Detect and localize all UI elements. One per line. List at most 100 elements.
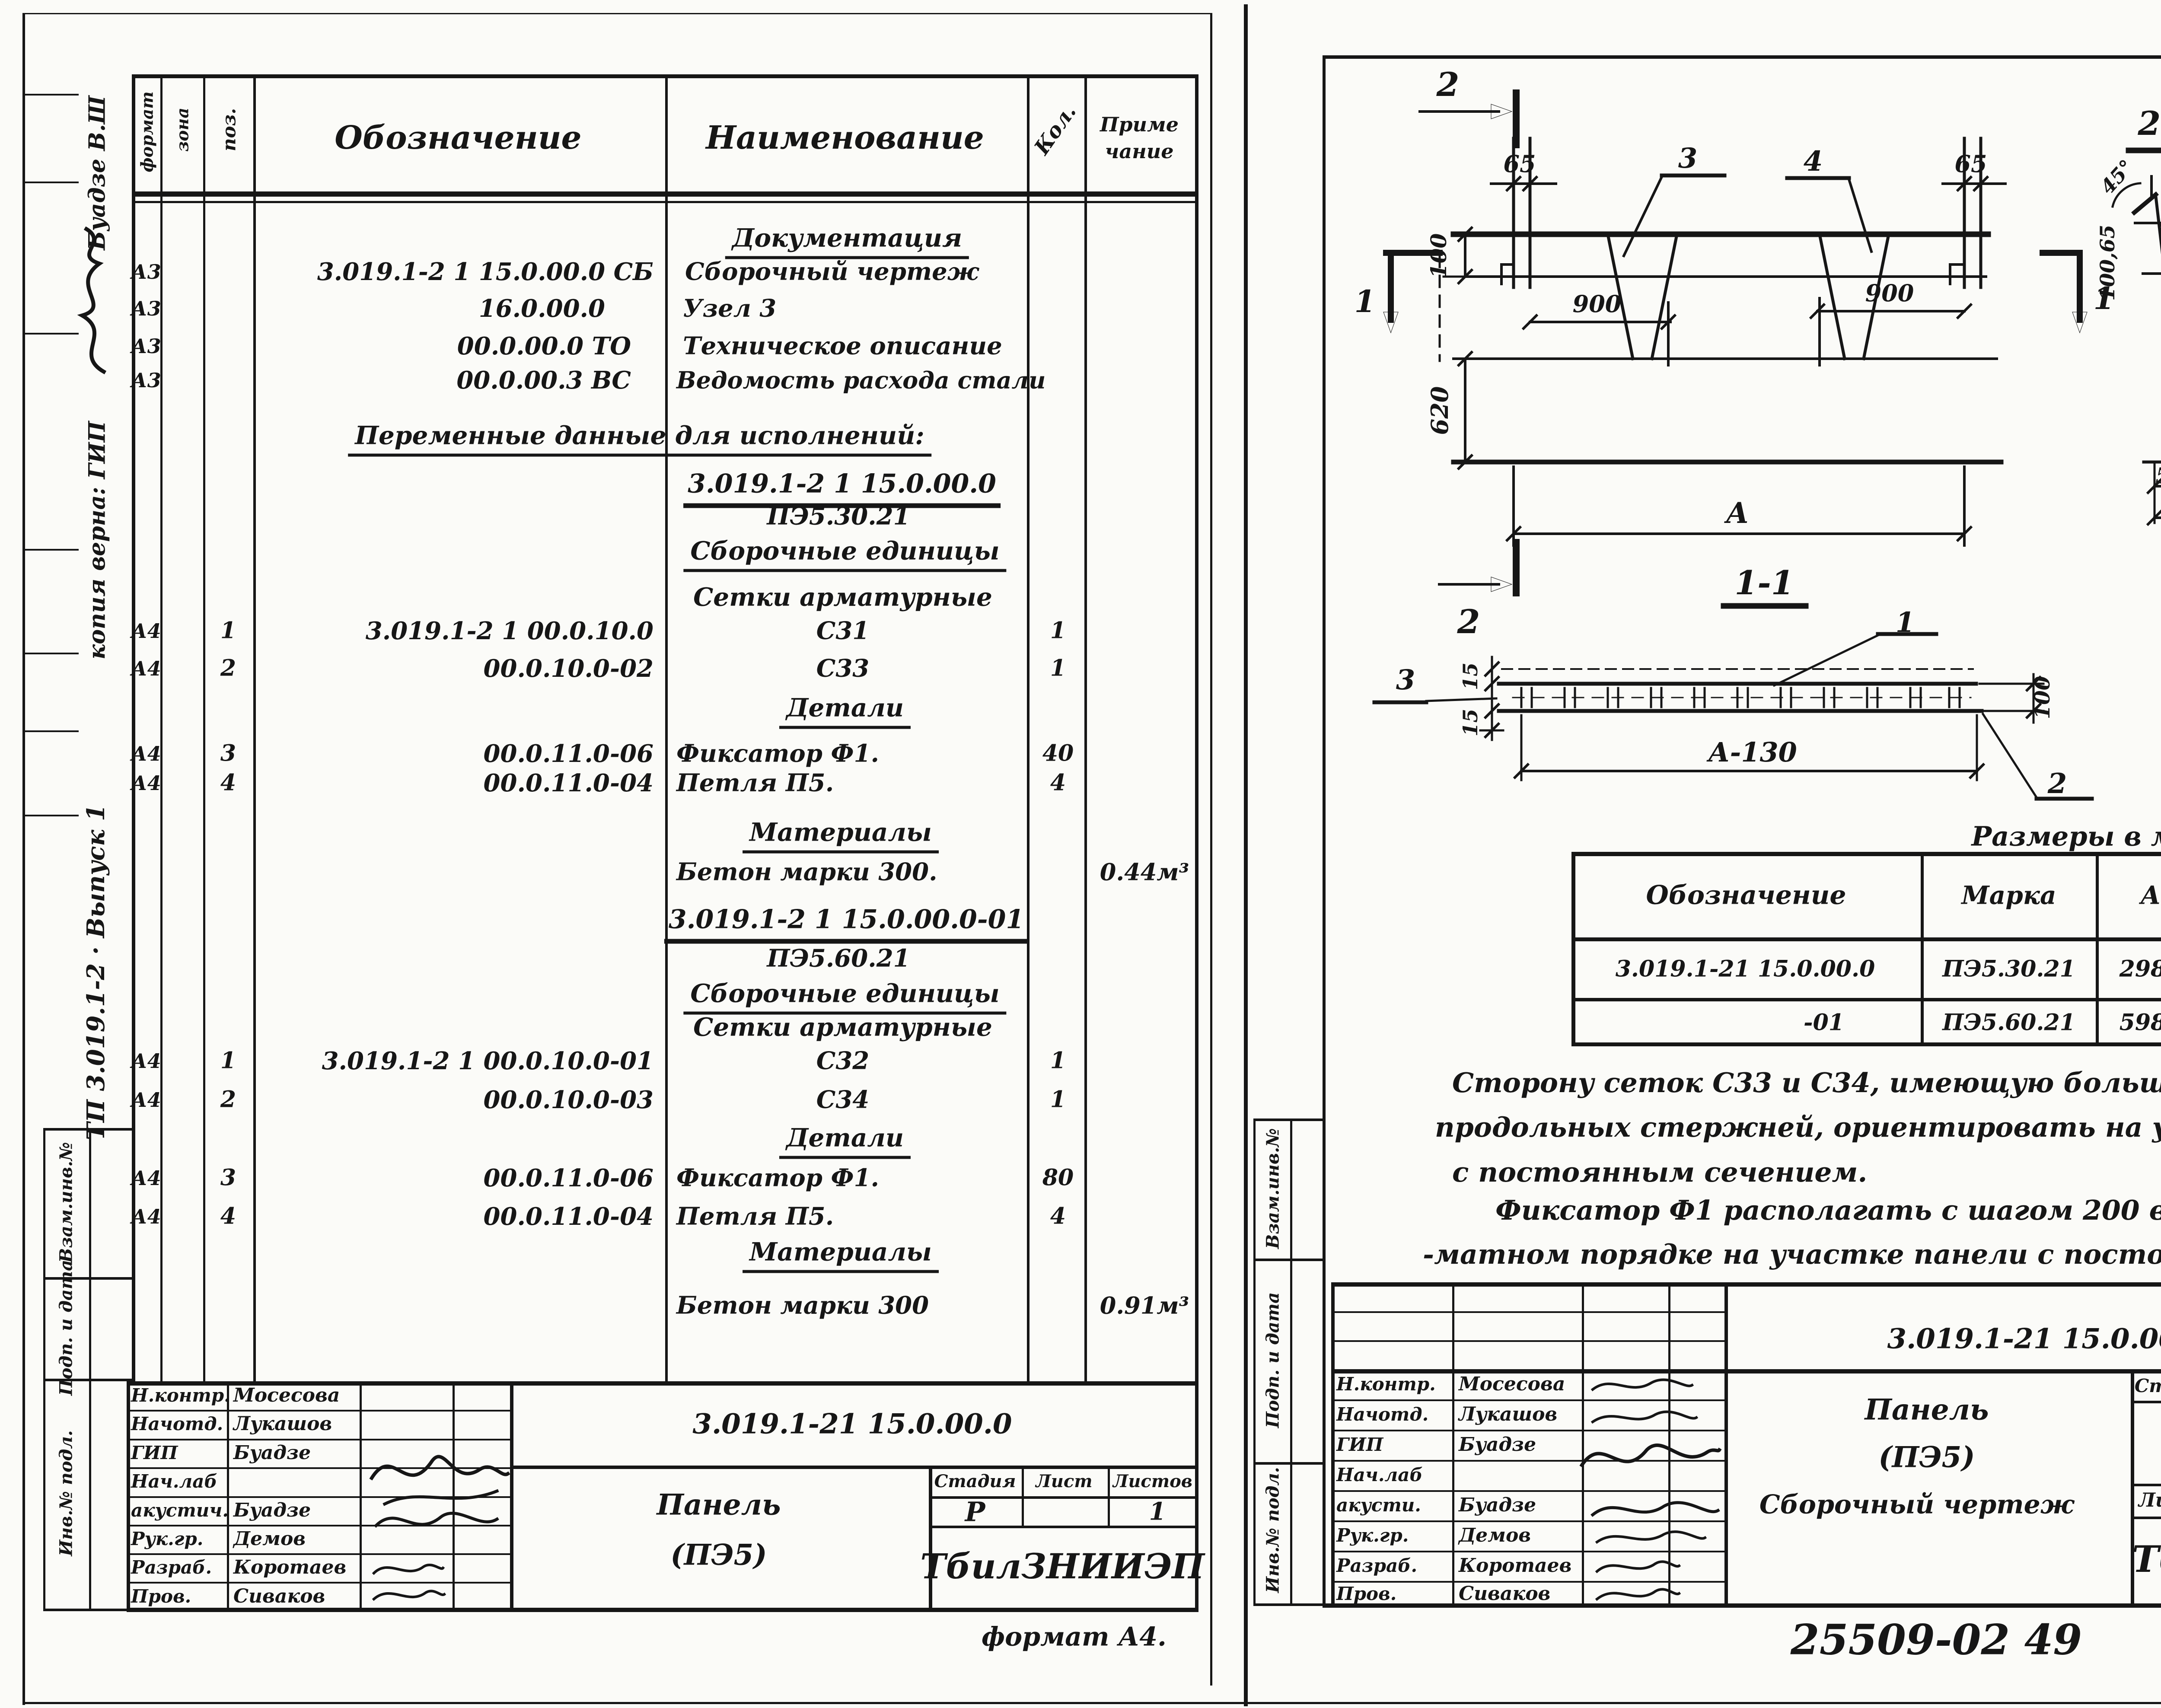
spec-cell-designation: 00.0.10.0-03 [483, 1086, 653, 1114]
tb-role: Пров. [1336, 1583, 1397, 1604]
spec-section-title: Материалы [743, 1237, 939, 1273]
tb-line [929, 1466, 932, 1610]
spec-cell-qty: 1 [1050, 655, 1066, 682]
spec-cell-name: Сборочный чертеж [685, 257, 979, 286]
spec-cell-pos: 2 [220, 655, 236, 682]
size-row-a: 2980 [2119, 956, 2161, 982]
tb-row-line [1331, 1490, 1724, 1492]
spec-cell-format: А4 [131, 1049, 161, 1073]
spec-cell-format: А3 [131, 334, 161, 358]
spec-section-title: Сборочные единицы [683, 536, 1007, 572]
spec-cell-pos: 4 [220, 769, 236, 796]
dim-900-left: 900 [1573, 290, 1622, 318]
spec-cell-name: Бетон марки 300 [676, 1291, 929, 1320]
tb-line [127, 1381, 1198, 1386]
size-col-designation: Обозначение [1646, 880, 1846, 911]
section-2-2-title: 2-2 [2137, 104, 2161, 143]
tb-row-line [1331, 1551, 1724, 1552]
spec-cell-designation: 00.0.11.0-04 [483, 769, 653, 797]
dim-65-right: 65 [1954, 150, 1987, 178]
spec-cell-designation: 00.0.11.0-06 [483, 739, 653, 768]
spec-cell-format: А4 [131, 1166, 161, 1190]
spec-cell-name: С32 [816, 1046, 870, 1075]
spec-cell-designation: 16.0.00.0 [478, 294, 605, 323]
tb-row-line [127, 1410, 511, 1412]
tb-stage-value: Р [965, 1496, 985, 1528]
size-table-line [1571, 1042, 2161, 1046]
spec-header-format: формат [137, 91, 157, 172]
spec-section-title: Детали [779, 693, 911, 729]
frame-top [1323, 55, 2161, 59]
tb-row-line [127, 1553, 511, 1555]
tb-row-line [127, 1496, 511, 1498]
spec-header-designation: Обозначение [335, 119, 582, 157]
size-row-mark: ПЭ5.30.21 [1942, 956, 2075, 982]
section-1-1-title: 1-1 [1734, 564, 1794, 602]
tb-line [1668, 1282, 1670, 1603]
spec-cell-name: Техническое описание [683, 331, 1002, 360]
spec-cell-designation: 3.019.1-2 1 00.0.10.0-01 [322, 1047, 653, 1075]
spec-cell-designation: 00.0.00.3 ВС [456, 366, 631, 395]
spec-cell-qty: 1 [1050, 617, 1066, 644]
tb-role: акустич. [131, 1499, 229, 1521]
tb-role: Пров. [131, 1585, 191, 1607]
tb-row-line [1331, 1520, 1724, 1522]
tb-line [510, 1381, 513, 1610]
size-table-line [2096, 852, 2099, 1046]
spec-cell-pos: 4 [220, 1203, 236, 1230]
dim-15-top: 15 [1459, 663, 1482, 690]
mini-table-line [1290, 1118, 1292, 1606]
spec-col-line [665, 74, 668, 1384]
spec-cell-format: А3 [131, 260, 161, 284]
tb-line [127, 1608, 1198, 1612]
spec-cell-qty: 4 [1050, 769, 1066, 796]
signature-mark [1595, 1530, 1707, 1544]
tb-row-line [1331, 1399, 1724, 1401]
margin-rule [22, 549, 79, 551]
spec-col-line [1084, 74, 1087, 1384]
spec-col-line [1195, 74, 1198, 1611]
size-row-designation: 3.019.1-21 15.0.00.0 [1615, 956, 1875, 982]
spec-col-line [253, 74, 256, 1384]
tb-person: Буадзе [1459, 1494, 1536, 1516]
mini-table-line [1253, 1462, 1323, 1465]
tb-person: Сиваков [1459, 1582, 1551, 1605]
tb-person: Буадзе [1459, 1433, 1536, 1456]
spec-cell-note: 0.91м³ [1100, 1291, 1189, 1319]
signature-mark [369, 1455, 510, 1506]
format-note: формат А4. [982, 1622, 1167, 1652]
mini-table-line [43, 1609, 132, 1611]
dim-A: А [1724, 496, 1749, 530]
stamp-vzam: Взам.инв.№ [56, 1142, 76, 1263]
dim-620: 620 [1426, 386, 1453, 435]
tb-row-line [127, 1525, 511, 1526]
margin-rule [22, 815, 79, 816]
section-marker-1-left: 1 [1355, 284, 1376, 319]
spec-cell-format: А4 [131, 619, 161, 643]
tb-line [1582, 1282, 1584, 1603]
tb-line [929, 1526, 1198, 1528]
signature-mark [1579, 1444, 1722, 1468]
spec-cell-format: А4 [131, 742, 161, 765]
mini-table-line [1253, 1603, 1323, 1606]
note-line: с постоянным сечением. [1452, 1156, 1868, 1188]
sheet-top-edge [22, 13, 1210, 14]
spec-cell-name: Петля П5. [676, 768, 834, 797]
spec-header-qty: Кол. [1030, 100, 1081, 159]
leader-4-label: 4 [1804, 145, 1823, 178]
size-table-line [1571, 998, 2161, 1001]
tb-line [1331, 1311, 1724, 1313]
tb-line [1331, 1369, 2161, 1373]
spec-cell-qty: 80 [1042, 1164, 1074, 1191]
note-line: Сторону сеток С33 и С34, имеющую большие… [1452, 1066, 2161, 1099]
spec-col-line [132, 74, 135, 1384]
spec-cell-name: С33 [816, 654, 870, 683]
margin-rule [22, 182, 79, 183]
tb-title-line2: (ПЭ5) [1878, 1440, 1975, 1474]
tb-h-sheets: Листов [1112, 1471, 1193, 1491]
spec-cell-pos: 1 [220, 1047, 236, 1074]
size-col-a: А [2140, 880, 2161, 910]
spec-col-line [203, 74, 205, 1384]
signature-sidebar [77, 226, 107, 375]
